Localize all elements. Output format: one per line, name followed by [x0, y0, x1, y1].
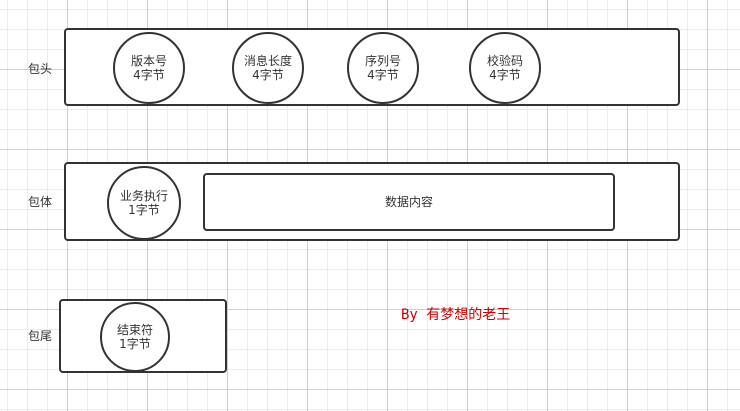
- version-field: 版本号 4字节: [113, 32, 185, 104]
- end-field-name: 结束符: [116, 323, 153, 337]
- length-field: 消息长度 4字节: [232, 32, 304, 104]
- body-label: 包体: [28, 195, 53, 209]
- checksum-field-name: 校验码: [486, 54, 523, 68]
- body-box: 业务执行 1字节 数据内容: [64, 162, 680, 241]
- business-field-text: 业务执行 1字节: [118, 189, 170, 217]
- tail-box: 结束符 1字节: [59, 299, 227, 373]
- length-field-name: 消息长度: [243, 54, 292, 68]
- checksum-field-text: 校验码 4字节: [479, 54, 531, 82]
- version-field-name: 版本号: [130, 54, 167, 68]
- content-field: 数据内容: [203, 173, 615, 231]
- content-field-label: 数据内容: [384, 195, 433, 209]
- author-credit: By 有梦想的老王: [401, 307, 511, 323]
- business-field-size: 1字节: [128, 203, 160, 217]
- version-field-text: 版本号 4字节: [123, 54, 175, 82]
- business-field-name: 业务执行: [119, 189, 168, 203]
- sequence-field-size: 4字节: [367, 68, 399, 82]
- length-field-size: 4字节: [252, 68, 284, 82]
- end-field: 结束符 1字节: [100, 302, 170, 372]
- tail-label: 包尾: [28, 329, 53, 343]
- sequence-field: 序列号 4字节: [347, 32, 419, 104]
- length-field-text: 消息长度 4字节: [242, 54, 294, 82]
- sequence-field-text: 序列号 4字节: [357, 54, 409, 82]
- business-field: 业务执行 1字节: [107, 166, 181, 240]
- end-field-text: 结束符 1字节: [109, 323, 161, 351]
- checksum-field-size: 4字节: [489, 68, 521, 82]
- end-field-size: 1字节: [119, 337, 151, 351]
- version-field-size: 4字节: [133, 68, 165, 82]
- header-box: 版本号 4字节 消息长度 4字节 序列号 4字节 校验码 4字节: [64, 28, 680, 106]
- checksum-field: 校验码 4字节: [469, 32, 541, 104]
- header-label: 包头: [28, 62, 53, 76]
- sequence-field-name: 序列号: [364, 54, 401, 68]
